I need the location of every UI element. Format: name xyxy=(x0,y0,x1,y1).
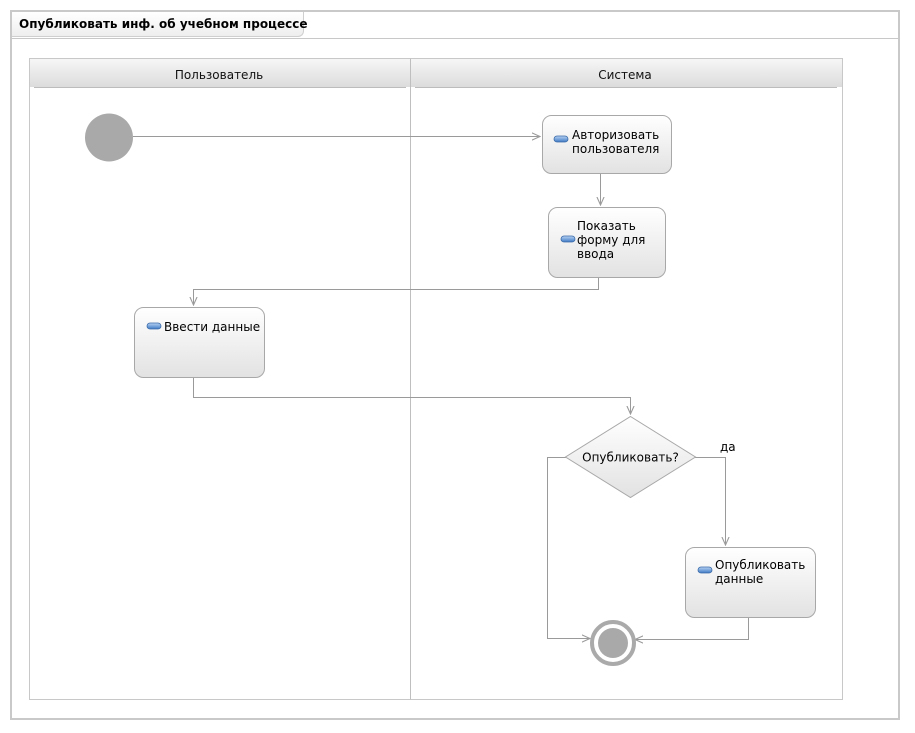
action-show-form-label: Показать форму для ввода xyxy=(577,219,645,261)
action-icon xyxy=(560,235,576,243)
diagram-title: Опубликовать инф. об учебном процессе xyxy=(19,17,308,31)
lane-header-bar xyxy=(30,59,842,87)
decision-node[interactable] xyxy=(564,415,697,499)
diagram-title-tab: Опубликовать инф. об учебном процессе xyxy=(12,12,308,37)
action-publish-data[interactable] xyxy=(685,547,816,618)
action-icons xyxy=(146,135,713,574)
action-icon xyxy=(697,566,713,574)
lane-user-header: Пользователь xyxy=(175,68,263,82)
initial-node[interactable] xyxy=(85,113,133,162)
action-authorize-line-1: Авторизовать xyxy=(572,128,660,142)
final-node[interactable] xyxy=(590,620,636,666)
edge-decision-no xyxy=(547,457,591,639)
action-show-form[interactable] xyxy=(548,207,666,278)
action-enter-data[interactable] xyxy=(134,307,265,378)
action-authorize-line-2: пользователя xyxy=(572,142,660,156)
edge-show-form-to-enter-data xyxy=(194,278,599,305)
edge-decision-yes xyxy=(695,457,726,546)
action-show-form-line-1: Показать xyxy=(577,219,636,233)
title-separator xyxy=(12,38,898,39)
action-publish-data-line-2: данные xyxy=(715,572,764,586)
action-show-form-line-2: форму для xyxy=(577,233,646,247)
action-show-form-line-3: ввода xyxy=(577,247,615,261)
lane-system-header: Система xyxy=(598,68,652,82)
action-authorize-label: Авторизовать пользователя xyxy=(572,128,659,156)
action-enter-data-label: Ввести данные xyxy=(164,320,260,334)
edges xyxy=(133,137,749,640)
action-icon xyxy=(553,135,569,143)
action-enter-data-line-1: Ввести данные xyxy=(164,320,261,334)
action-publish-data-label: Опубликовать данные xyxy=(715,558,805,586)
action-publish-data-line-1: Опубликовать xyxy=(715,558,806,572)
decision-label: Опубликовать? xyxy=(582,451,679,465)
edge-enter-data-to-decision xyxy=(193,378,631,414)
edge-label-yes: да xyxy=(720,440,736,454)
action-authorize-user[interactable] xyxy=(542,115,672,174)
edge-publish-to-end xyxy=(635,618,749,640)
action-icon xyxy=(146,322,162,330)
